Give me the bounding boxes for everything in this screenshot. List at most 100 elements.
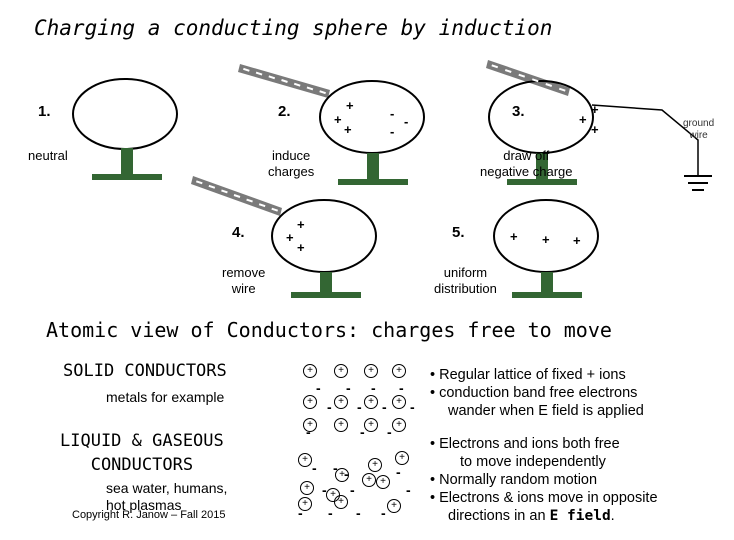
rod-negative-mark	[233, 194, 241, 198]
e-field-term: E field	[549, 508, 611, 524]
rod-negative-mark	[195, 180, 203, 185]
positive-charge: +	[573, 233, 581, 248]
rod-negative-mark	[243, 67, 250, 72]
step-5-number: 5.	[452, 224, 465, 241]
positive-ion: +	[334, 395, 348, 409]
stand-4	[291, 272, 361, 298]
rod-negative-mark	[531, 78, 539, 83]
atomic-view-heading: Atomic view of Conductors: charges free …	[46, 318, 612, 342]
rod-negative-mark	[518, 73, 526, 78]
stand-5	[512, 272, 582, 298]
stand-2	[338, 153, 408, 185]
rod-negative-mark	[558, 87, 566, 92]
positive-ion: +	[303, 395, 317, 409]
positive-charge: +	[579, 112, 587, 127]
charged-rod-3	[486, 60, 570, 96]
positive-ion: +	[387, 499, 401, 513]
free-electron: -	[371, 380, 376, 396]
rod-negative-mark	[545, 83, 553, 87]
positive-ion: +	[334, 495, 348, 509]
positive-ion: +	[303, 364, 317, 378]
sphere-1	[72, 78, 178, 150]
ground-wire	[591, 104, 699, 175]
rod-negative-mark	[293, 82, 301, 87]
rod-negative-mark	[208, 184, 216, 189]
free-electron: -	[410, 399, 415, 415]
positive-charge: +	[591, 122, 599, 137]
positive-ion: +	[300, 481, 314, 495]
free-electron: -	[360, 424, 365, 440]
positive-ion: +	[334, 364, 348, 378]
free-electron: -	[333, 460, 338, 476]
positive-charge: +	[542, 232, 550, 247]
free-electron: -	[306, 424, 311, 440]
rod-negative-mark	[306, 86, 314, 91]
free-electron: -	[298, 505, 303, 521]
rod-negative-mark	[258, 203, 266, 208]
free-electron: -	[357, 399, 362, 415]
positive-ion: +	[392, 418, 406, 432]
positive-ion: +	[335, 468, 349, 482]
positive-charge: +	[510, 229, 518, 244]
free-electron: -	[356, 505, 361, 521]
copyright: Copyright R. Janow – Fall 2015	[72, 509, 226, 521]
free-electron: -	[387, 424, 392, 440]
positive-ion: +	[364, 395, 378, 409]
rod-negative-mark	[491, 64, 499, 69]
step-4-number: 4.	[232, 224, 245, 241]
free-electron: -	[382, 399, 387, 415]
rod-negative-mark	[268, 75, 276, 80]
positive-ion: +	[395, 451, 409, 465]
positive-charge: +	[344, 122, 352, 137]
solid-bullets: • Regular lattice of fixed + ions • cond…	[430, 367, 644, 419]
free-electron: -	[344, 466, 349, 482]
slide-title: Charging a conducting sphere by inductio…	[34, 16, 553, 40]
rod-negative-mark	[255, 71, 263, 76]
negative-charge: -	[404, 114, 409, 129]
liquid-sub: sea water, humans,hot plasmas	[106, 480, 228, 513]
negative-charge: -	[390, 124, 395, 139]
positive-ion: +	[362, 473, 376, 487]
free-electron: -	[322, 482, 327, 498]
sphere-3	[488, 80, 594, 154]
positive-ion: +	[334, 418, 348, 432]
step-1-label: neutral	[28, 148, 68, 163]
positive-ion: +	[303, 418, 317, 432]
rod-negative-mark	[246, 198, 253, 203]
positive-charge: +	[286, 230, 294, 245]
free-electron: -	[316, 380, 321, 396]
positive-ion: +	[392, 364, 406, 378]
free-electron: -	[399, 380, 404, 396]
free-electron: -	[350, 482, 355, 498]
rod-negative-mark	[504, 69, 512, 73]
positive-charge: +	[591, 102, 599, 117]
positive-ion: +	[298, 453, 312, 467]
positive-ion: +	[376, 475, 390, 489]
positive-charge: +	[297, 217, 305, 232]
free-electron: -	[396, 464, 401, 480]
rod-negative-mark	[319, 90, 326, 95]
free-electron: -	[381, 505, 386, 521]
positive-ion: +	[368, 458, 382, 472]
positive-charge: +	[334, 112, 342, 127]
free-electron: -	[328, 505, 333, 521]
positive-ion: +	[364, 364, 378, 378]
positive-ion: +	[392, 395, 406, 409]
solid-sub: metals for example	[106, 389, 225, 405]
positive-ion: +	[364, 418, 378, 432]
solid-heading: SOLID CONDUCTORS	[63, 361, 227, 381]
rod-negative-mark	[281, 79, 288, 83]
rod-negative-mark	[271, 207, 279, 212]
positive-charge: +	[297, 240, 305, 255]
free-electron: -	[346, 380, 351, 396]
step-2-number: 2.	[278, 103, 291, 120]
ground-symbol	[684, 175, 712, 191]
free-electron: -	[327, 399, 332, 415]
stand-3	[507, 153, 577, 185]
positive-ion: +	[298, 497, 312, 511]
